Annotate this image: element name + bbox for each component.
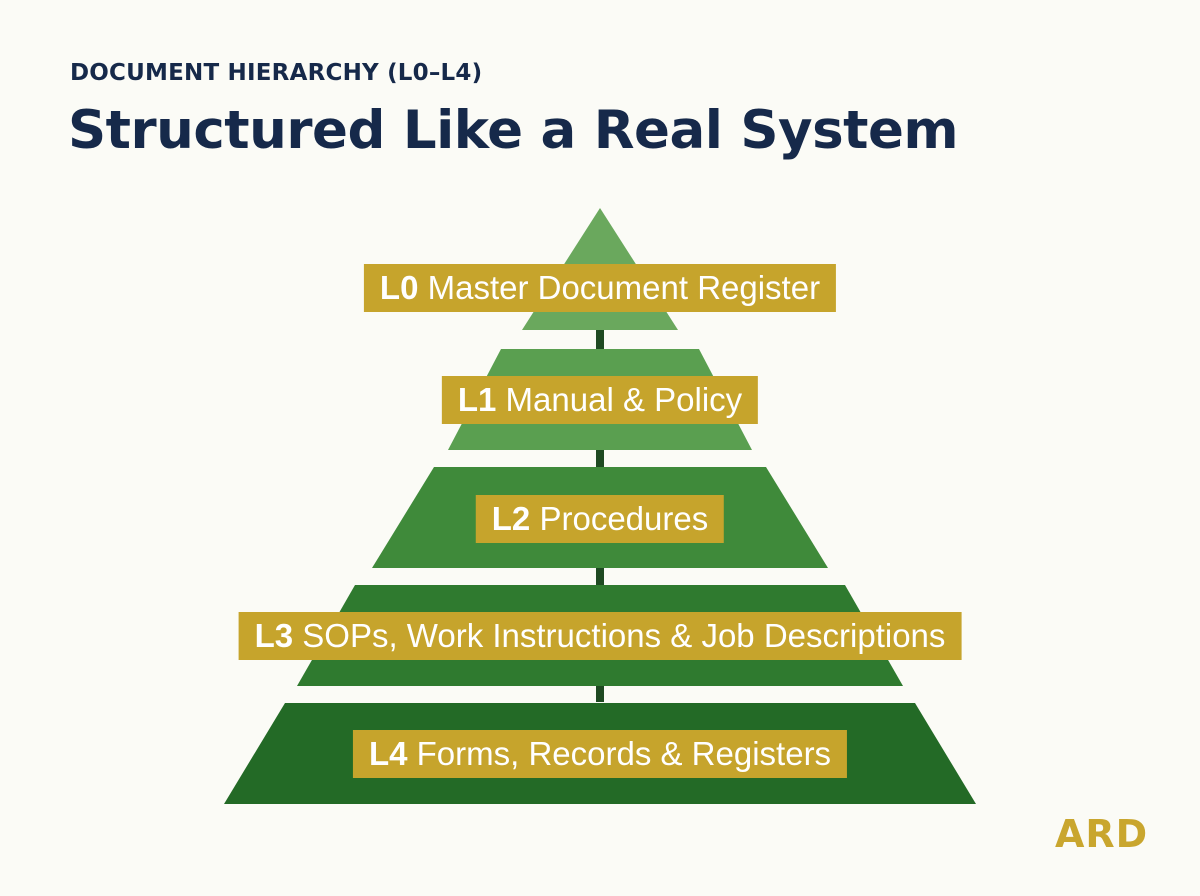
level-label-l0: L0 Master Document Register bbox=[363, 264, 837, 312]
level-code: L1 bbox=[457, 381, 497, 418]
level-label-l3: L3 SOPs, Work Instructions & Job Descrip… bbox=[238, 612, 962, 660]
level-code: L3 bbox=[254, 617, 294, 654]
level-code: L2 bbox=[491, 500, 531, 537]
level-name: Forms, Records & Registers bbox=[416, 735, 832, 772]
level-name: Procedures bbox=[539, 500, 709, 537]
eyebrow-heading: DOCUMENT HIERARCHY (L0–L4) bbox=[70, 60, 483, 86]
brand-logo: ARD bbox=[1055, 812, 1149, 856]
level-code: L4 bbox=[368, 735, 408, 772]
level-label-l4: L4 Forms, Records & Registers bbox=[352, 730, 848, 778]
level-name: Manual & Policy bbox=[505, 381, 743, 418]
level-code: L0 bbox=[379, 269, 419, 306]
level-label-l1: L1 Manual & Policy bbox=[441, 376, 759, 424]
level-name: Master Document Register bbox=[427, 269, 821, 306]
level-label-l2: L2 Procedures bbox=[475, 495, 725, 543]
level-name: SOPs, Work Instructions & Job Descriptio… bbox=[302, 617, 946, 654]
page-title: Structured Like a Real System bbox=[68, 100, 959, 161]
